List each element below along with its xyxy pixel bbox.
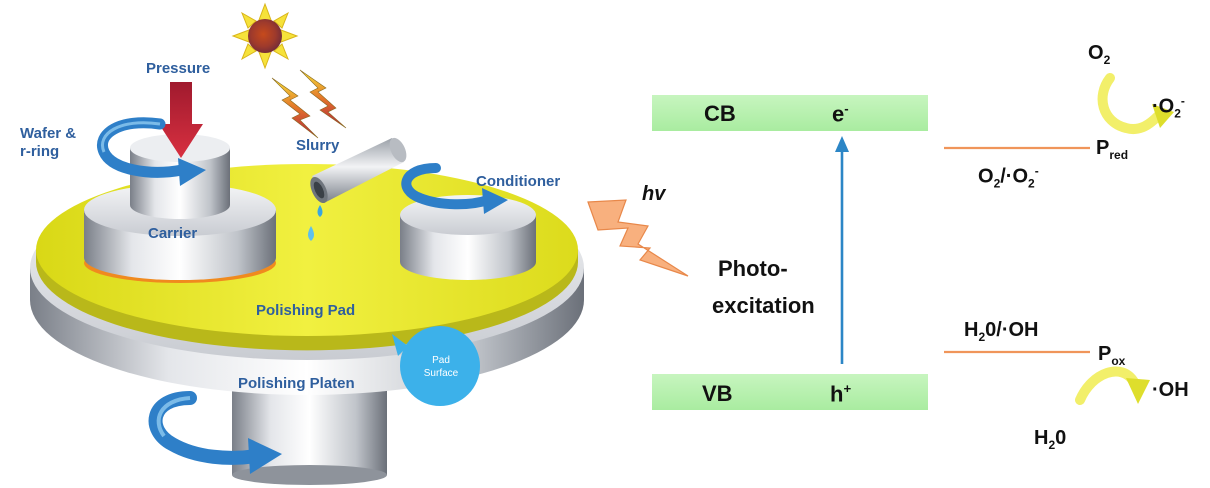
photo-excitation-line1: Photo- (718, 256, 788, 281)
wafer-ring-label-line2: r-ring (20, 143, 60, 160)
superoxide-label: ·O2- (1152, 95, 1185, 120)
wafer-ring-label-line1: Wafer & (20, 125, 77, 142)
reduction-reaction-arrow (1097, 73, 1174, 134)
couple-charge: - (1034, 164, 1039, 178)
pad-surface-label-line2: Surface (423, 368, 459, 379)
o2-subscript: 2 (1103, 53, 1111, 67)
polishing-platen-label: Polishing Platen (238, 375, 355, 392)
sun-icon (231, 2, 299, 70)
p-ox-symbol: P (1098, 343, 1112, 365)
slurry-label: Slurry (296, 137, 340, 154)
couple-o-sub: 2 (993, 176, 1001, 191)
electron-label: e- (832, 102, 849, 125)
h2o-rest: 0 (1055, 427, 1067, 449)
light-bolt-icon (587, 199, 689, 277)
o2-label: O2 (1088, 43, 1110, 66)
slurry-drops (308, 205, 323, 241)
conditioner-label: Conditioner (476, 173, 561, 190)
p-red-label: Pred (1096, 138, 1128, 161)
couple-o2-sub: 2 (1028, 176, 1035, 191)
pad-surface-label-line1: Pad (432, 355, 450, 366)
wafer-rotation-arrow-icon (97, 117, 206, 186)
photo-excitation-line2: excitation (712, 293, 815, 318)
p-ox-label: Pox (1098, 344, 1125, 367)
h2o-sub: 2 (1048, 438, 1056, 452)
superoxide-symbol: ·O (1152, 95, 1175, 118)
o2-couple-label: O2/·O2- (978, 165, 1039, 190)
couple-h-sub: 2 (978, 330, 986, 344)
couple-sep: /·O (1000, 165, 1029, 188)
polishing-pad-label: Polishing Pad (256, 302, 356, 319)
h2o-h: H (1034, 427, 1049, 449)
excitation-arrow (835, 136, 849, 364)
oxidation-reaction-arrow (1075, 366, 1150, 405)
carrier-label: Carrier (148, 225, 198, 242)
slurry-pipe (310, 137, 407, 204)
platen-rotation-arrow-icon (148, 391, 282, 474)
cb-label: CB (704, 101, 736, 126)
pressure-label: Pressure (146, 60, 211, 77)
p-red-subscript: red (1109, 148, 1129, 162)
couple-rest: 0/·OH (985, 319, 1039, 341)
superoxide-subscript: 2 (1174, 106, 1181, 121)
vb-label: VB (702, 381, 733, 406)
hydroxyl-label: ·OH (1152, 379, 1189, 401)
valence-band (652, 374, 928, 410)
hole-label: h+ (830, 382, 851, 405)
lightning-bolt-icon (271, 69, 347, 139)
o2-symbol: O (1088, 42, 1104, 64)
superoxide-charge: - (1180, 94, 1185, 108)
electron-symbol: e (832, 101, 845, 127)
electron-charge: - (844, 101, 849, 116)
p-ox-subscript: ox (1111, 354, 1126, 368)
h2o-oh-couple-label: H20/·OH (964, 320, 1038, 343)
hv-label: hv (642, 183, 666, 205)
hole-symbol: h (830, 381, 844, 407)
couple-h: H (964, 319, 979, 341)
couple-o: O (978, 165, 994, 188)
pad-surface-callout (392, 326, 480, 406)
hole-charge: + (843, 381, 852, 396)
pressure-arrow-icon (159, 82, 203, 158)
conditioner-rotation-arrow-icon (401, 163, 508, 214)
h2o-label: H20 (1034, 428, 1066, 451)
p-red-symbol: P (1096, 137, 1110, 159)
conduction-band (652, 95, 928, 131)
